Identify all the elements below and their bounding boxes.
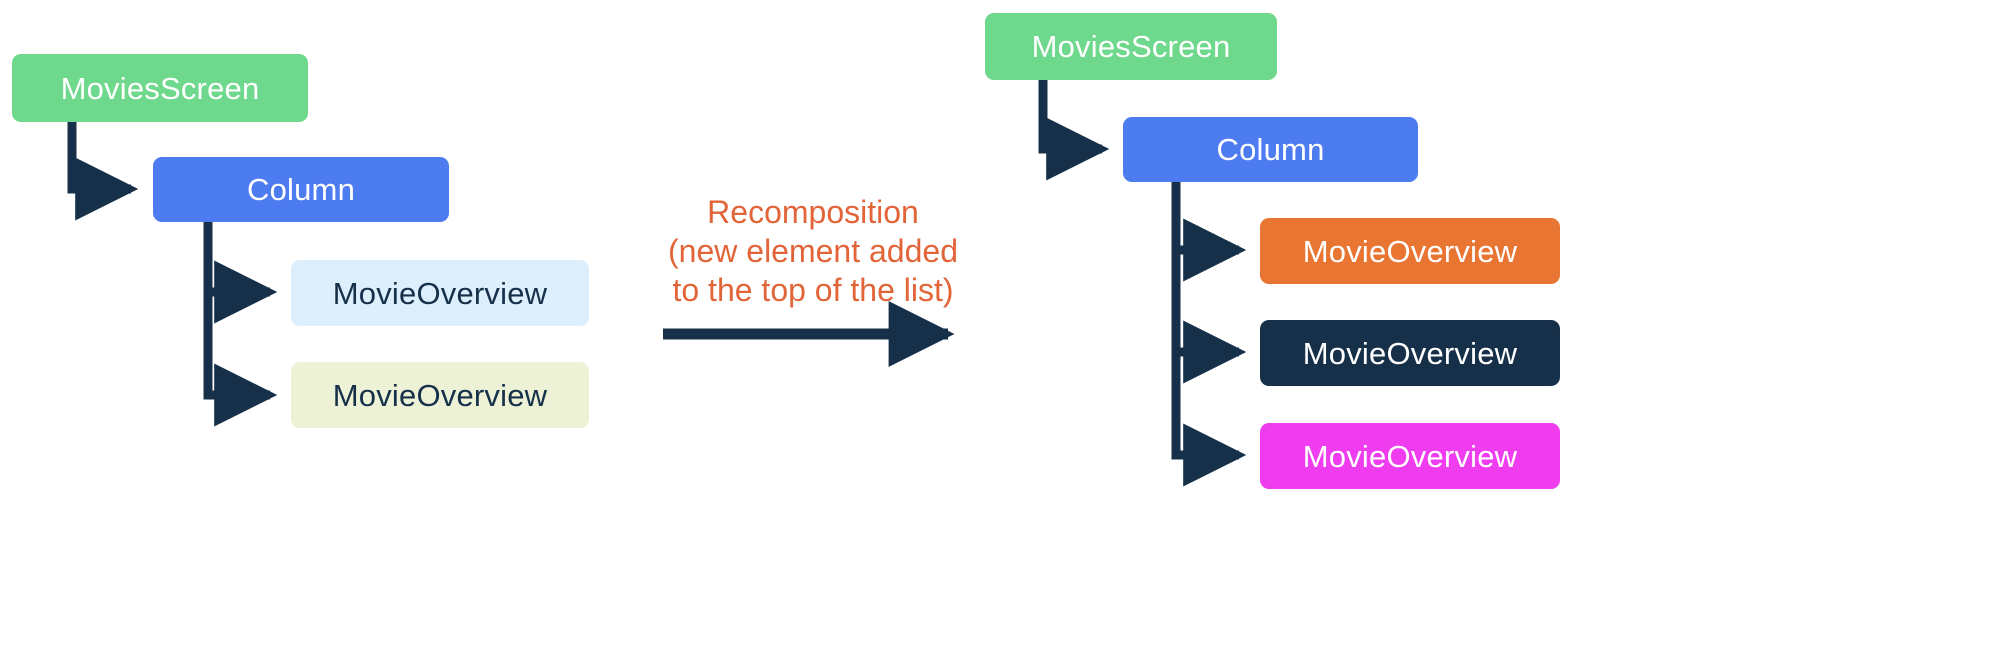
after-node-movie-overview-0[interactable]: MovieOverview	[1260, 218, 1560, 284]
edge-left-column-to-child-1	[203, 292, 278, 427]
before-node-movie-overview-0[interactable]: MovieOverview	[291, 260, 589, 326]
transition-label: Recomposition (new element added to the …	[663, 193, 963, 310]
transition-label-line-2: (new element added	[668, 233, 958, 270]
after-node-movie-overview-1[interactable]: MovieOverview	[1260, 320, 1560, 386]
transition-label-line-3: to the top of the list)	[672, 272, 954, 309]
before-node-movies-screen[interactable]: MoviesScreen	[12, 54, 308, 122]
after-node-movies-screen[interactable]: MoviesScreen	[985, 13, 1277, 80]
edge-left-column-to-child-0	[203, 222, 278, 324]
after-node-movie-overview-2[interactable]: MovieOverview	[1260, 423, 1560, 489]
before-node-movie-overview-1[interactable]: MovieOverview	[291, 362, 589, 428]
after-node-column[interactable]: Column	[1123, 117, 1418, 182]
edge-right-root-to-column	[1038, 80, 1110, 181]
edge-right-column-to-child-2	[1171, 352, 1247, 487]
before-node-column[interactable]: Column	[153, 157, 449, 222]
transition-label-line-1: Recomposition	[707, 194, 919, 230]
edge-right-column-to-child-1	[1171, 250, 1247, 384]
edge-right-column-to-child-0	[1171, 182, 1247, 282]
edge-left-root-to-column	[67, 122, 139, 221]
